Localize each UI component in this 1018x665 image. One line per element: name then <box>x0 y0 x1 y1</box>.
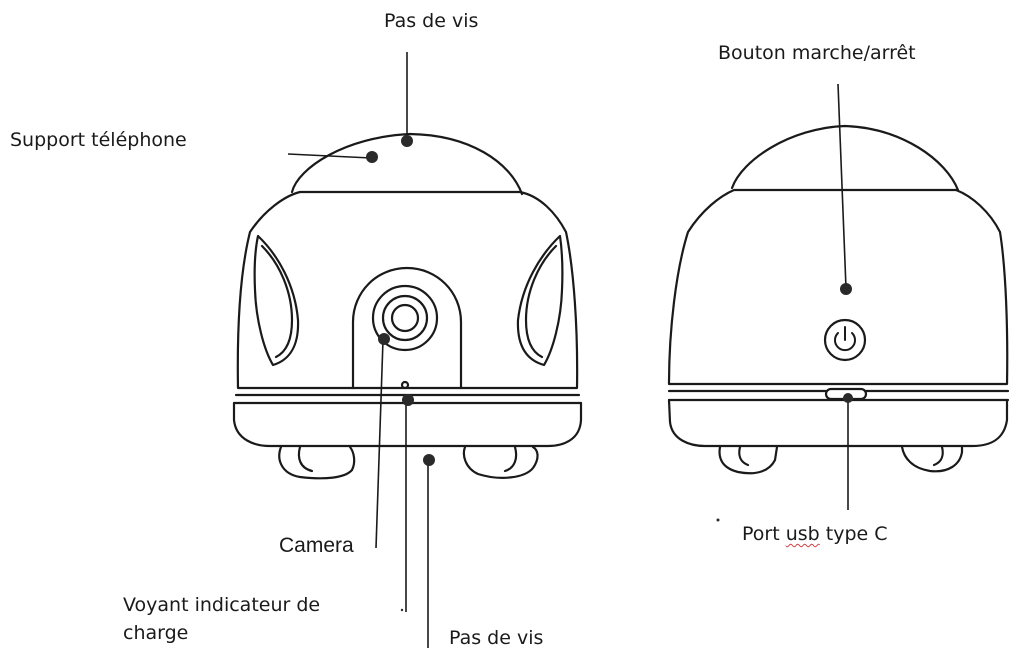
camera-lens-mid <box>381 294 429 342</box>
back-base <box>667 398 1009 448</box>
back-foot-left <box>718 445 779 475</box>
back-body <box>667 188 1009 386</box>
label-pas-de-vis-top: Pas de vis <box>384 10 479 32</box>
camera-lens-inner <box>390 303 420 333</box>
callout-dots <box>366 135 853 612</box>
stray-speck <box>716 518 720 522</box>
power-button-ring <box>823 318 867 362</box>
dot-bouton <box>840 283 852 295</box>
front-base <box>232 401 583 448</box>
leader-camera <box>375 339 384 549</box>
leader-bouton <box>837 83 847 289</box>
leader-lines <box>287 52 849 648</box>
leader-support <box>287 153 372 159</box>
dot-camera <box>378 333 390 345</box>
label-support-telephone: Support téléphone <box>10 129 187 151</box>
front-view <box>232 132 583 480</box>
label-port-usb-type-c: Port usb type C <box>742 521 888 549</box>
camera-arch <box>351 266 463 390</box>
dot-voyant <box>402 394 414 406</box>
front-body <box>236 190 579 390</box>
label-pas-de-vis-bottom: Pas de vis <box>449 627 544 649</box>
label-port-prefix: Port <box>742 523 786 545</box>
dot-usb <box>843 393 853 403</box>
power-icon <box>834 332 856 352</box>
camera-lens-outer <box>371 284 439 352</box>
charge-led <box>400 380 410 390</box>
front-dome <box>290 132 524 196</box>
back-dome <box>730 124 960 192</box>
front-right-panel <box>516 234 564 367</box>
front-foot-left <box>278 445 356 480</box>
label-camera: Camera <box>279 534 354 557</box>
label-port-suffix: type C <box>819 523 888 545</box>
dot-support <box>366 151 378 163</box>
back-foot-right <box>900 445 964 473</box>
label-port-usb-word: usb <box>785 523 820 545</box>
dot-pas-de-vis-top <box>401 135 413 147</box>
label-bouton-marche-arret: Bouton marche/arrêt <box>718 42 916 64</box>
back-view <box>667 124 1010 475</box>
dot-pas-de-vis-bottom <box>423 454 435 466</box>
label-voyant-indicateur: Voyant indicateur de charge <box>123 594 321 644</box>
stray-speck-2 <box>400 608 404 612</box>
front-left-panel <box>253 234 300 367</box>
front-foot-right <box>462 445 539 479</box>
